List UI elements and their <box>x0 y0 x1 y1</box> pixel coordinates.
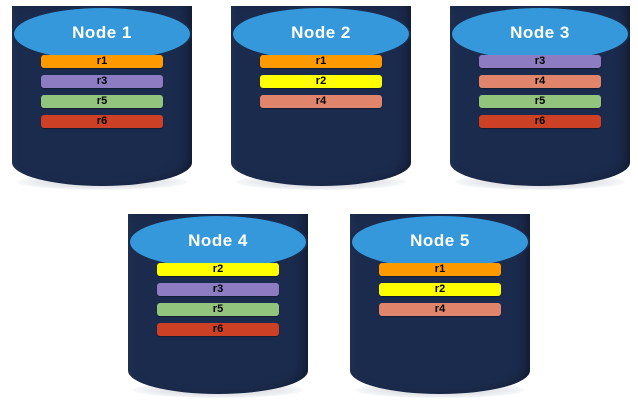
shard-r3[interactable]: r3 <box>478 54 602 68</box>
shard-label: r1 <box>96 54 108 67</box>
node-title: Node 2 <box>291 23 351 43</box>
shard-r6[interactable]: r6 <box>40 114 164 128</box>
shard-list: r3 r4 r5 r6 <box>478 54 602 135</box>
shard-r3[interactable]: r3 <box>40 74 164 88</box>
shard-label: r3 <box>534 54 546 67</box>
database-node-2[interactable]: Node 2 r1 r2 r4 <box>231 6 411 190</box>
shard-r2[interactable]: r2 <box>378 282 502 296</box>
shard-label: r3 <box>212 282 224 295</box>
shard-list: r2 r3 r5 r6 <box>156 262 280 343</box>
shard-label: r1 <box>315 54 327 67</box>
database-node-4[interactable]: Node 4 r2 r3 r5 r6 <box>128 214 308 398</box>
shard-label: r1 <box>434 262 446 275</box>
shard-label: r6 <box>212 322 224 335</box>
database-node-3[interactable]: Node 3 r3 r4 r5 r6 <box>450 6 630 190</box>
shard-r6[interactable]: r6 <box>156 322 280 336</box>
shard-r2[interactable]: r2 <box>156 262 280 276</box>
shard-label: r5 <box>212 302 224 315</box>
shard-r1[interactable]: r1 <box>259 54 383 68</box>
node-title: Node 5 <box>410 231 470 251</box>
shard-r4[interactable]: r4 <box>378 302 502 316</box>
shard-r1[interactable]: r1 <box>40 54 164 68</box>
shard-r5[interactable]: r5 <box>478 94 602 108</box>
shard-r2[interactable]: r2 <box>259 74 383 88</box>
shard-label: r2 <box>315 74 327 87</box>
shard-label: r5 <box>96 94 108 107</box>
shard-list: r1 r3 r5 r6 <box>40 54 164 135</box>
database-node-1[interactable]: Node 1 r1 r3 r5 r6 <box>12 6 192 190</box>
shard-r4[interactable]: r4 <box>478 74 602 88</box>
shard-label: r5 <box>534 94 546 107</box>
node-title: Node 1 <box>72 23 132 43</box>
cylinder-top-ellipse: Node 2 <box>231 6 411 62</box>
shard-r5[interactable]: r5 <box>40 94 164 108</box>
database-node-5[interactable]: Node 5 r1 r2 r4 <box>350 214 530 398</box>
node-title: Node 3 <box>510 23 570 43</box>
shard-r1[interactable]: r1 <box>378 262 502 276</box>
shard-r3[interactable]: r3 <box>156 282 280 296</box>
shard-label: r4 <box>315 94 327 107</box>
shard-label: r3 <box>96 74 108 87</box>
shard-r6[interactable]: r6 <box>478 114 602 128</box>
shard-label: r2 <box>212 262 224 275</box>
shard-label: r2 <box>434 282 446 295</box>
cylinder-top-ellipse: Node 1 <box>12 6 192 62</box>
cylinder-top-ellipse: Node 4 <box>128 214 308 270</box>
shard-label: r4 <box>534 74 546 87</box>
cylinder-top-ellipse: Node 3 <box>450 6 630 62</box>
shard-label: r6 <box>96 114 108 127</box>
shard-label: r6 <box>534 114 546 127</box>
shard-list: r1 r2 r4 <box>259 54 383 115</box>
node-title: Node 4 <box>188 231 248 251</box>
shard-r5[interactable]: r5 <box>156 302 280 316</box>
shard-r4[interactable]: r4 <box>259 94 383 108</box>
cylinder-top-ellipse: Node 5 <box>350 214 530 270</box>
shard-label: r4 <box>434 302 446 315</box>
shard-list: r1 r2 r4 <box>378 262 502 323</box>
